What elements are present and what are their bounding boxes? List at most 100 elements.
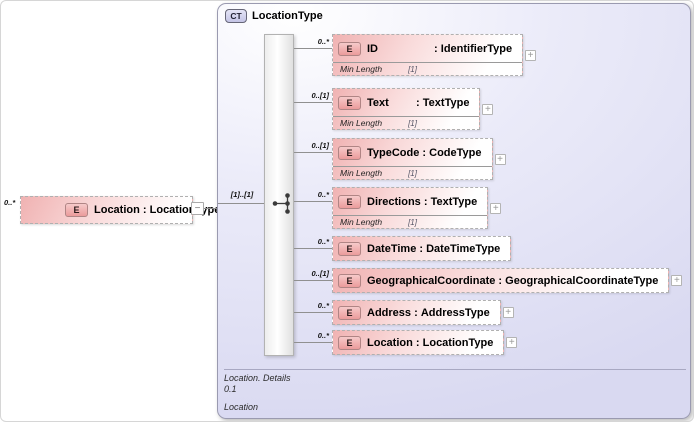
expand-button[interactable]: + [494, 153, 506, 165]
element-type: IdentifierType [440, 42, 513, 55]
element-box[interactable]: E ID : IdentifierType Min Length [1] [332, 34, 524, 76]
connector-line [294, 152, 332, 153]
root-element-box[interactable]: E Location : LocationType [20, 196, 220, 224]
sequence-compositor-icon [272, 193, 290, 214]
cardinality-label: 0..* [317, 190, 329, 199]
element-box[interactable]: E Location : LocationType [332, 330, 505, 355]
facet-value: [1] [408, 64, 417, 74]
cardinality-label: 0..[1] [311, 141, 329, 150]
element-badge: E [65, 203, 88, 217]
cardinality-label: 0..* [317, 331, 329, 340]
element-row: 0..[1] E GeographicalCoordinate : Geogra… [294, 268, 683, 293]
element-type: TextType [422, 96, 470, 109]
type-separator: : [139, 204, 150, 216]
complex-type-badge: CT [225, 9, 247, 23]
element-header: E Directions : TextType [333, 188, 487, 215]
element-type: DateTimeType [426, 242, 501, 255]
connector-line [204, 208, 217, 209]
type-separator: : [412, 336, 423, 349]
cardinality-label: 0..* [317, 237, 329, 246]
element-header: E Location : LocationType [333, 331, 503, 354]
element-name: Directions [367, 195, 421, 208]
type-separator: : [495, 274, 506, 287]
element-type: AddressType [420, 306, 490, 319]
element-name: ID [367, 42, 378, 55]
element-type: LocationType [149, 204, 221, 216]
connector-line [294, 248, 332, 249]
element-header: E ID : IdentifierType [333, 35, 522, 62]
facet-section: Min Length [1] [333, 166, 492, 179]
element-type: GeographicalCoordinateType [505, 274, 659, 287]
expand-button[interactable]: + [502, 307, 514, 318]
element-name: DateTime [367, 242, 417, 255]
expand-button[interactable]: + [671, 275, 683, 286]
facet-name: Min Length [340, 217, 383, 227]
element-row: 0..* E Location : LocationType + [294, 330, 518, 355]
connector-line [294, 48, 332, 49]
element-header: E TypeCode : CodeType [333, 139, 492, 166]
footer-details: Location. Details [224, 373, 291, 383]
element-badge: E [338, 41, 361, 56]
type-separator: : [413, 96, 423, 109]
element-header: E Address : AddressType [333, 301, 500, 324]
type-separator: : [416, 242, 427, 255]
facet-value: [1] [408, 168, 417, 178]
element-name: Text [367, 96, 389, 109]
facet-section: Min Length [1] [333, 62, 523, 75]
element-badge: E [338, 305, 361, 320]
element-box[interactable]: E Address : AddressType [332, 300, 501, 325]
connector-line [294, 312, 332, 313]
element-box[interactable]: E Directions : TextType Min Length [1] [332, 187, 489, 229]
complex-type-container: CT LocationType [1]..[1] 0..* E ID : Ide… [217, 3, 691, 419]
facet-section: Min Length [1] [333, 116, 480, 129]
connector-line [294, 201, 332, 202]
element-name: Location [367, 336, 413, 349]
element-badge: E [338, 145, 361, 160]
facet-name: Min Length [340, 64, 383, 74]
connector-line [294, 102, 332, 103]
element-name: GeographicalCoordinate [367, 274, 496, 287]
connector-line [294, 280, 332, 281]
element-badge: E [338, 273, 361, 288]
facet-value: [1] [408, 217, 417, 227]
expand-button[interactable]: + [482, 103, 494, 115]
cardinality-label: 0..* [317, 37, 329, 46]
element-box[interactable]: E GeographicalCoordinate : GeographicalC… [332, 268, 670, 293]
element-badge: E [338, 335, 361, 350]
element-row: 0..* E Directions : TextType Min Length … [294, 187, 502, 229]
element-box[interactable]: E TypeCode : CodeType Min Length [1] [332, 138, 493, 180]
facet-name: Min Length [340, 118, 383, 128]
element-row: 0..* E ID : IdentifierType Min Length [1… [294, 34, 537, 76]
element-name: TypeCode [367, 146, 420, 159]
compositor-cardinality-label: [1]..[1] [230, 190, 254, 199]
element-row: 0..[1] E TypeCode : CodeType Min Length … [294, 138, 506, 180]
element-header: E GeographicalCoordinate : GeographicalC… [333, 269, 668, 292]
expand-button[interactable]: + [506, 337, 518, 348]
element-type: CodeType [429, 146, 482, 159]
collapse-button[interactable]: − [191, 202, 204, 215]
element-row: 0..* E Address : AddressType + [294, 300, 514, 325]
element-name: Location [94, 204, 140, 216]
type-separator: : [420, 195, 431, 208]
cardinality-label: 0..* [317, 301, 329, 310]
element-row: 0..[1] E Text : TextType Min Length [1] … [294, 88, 494, 130]
footer-separator [224, 369, 686, 370]
root-cardinality-label: 0..* [4, 198, 16, 207]
facet-section: Min Length [1] [333, 215, 488, 228]
footer-occurrence: 0.1 [224, 384, 237, 394]
facet-name: Min Length [340, 168, 383, 178]
element-box[interactable]: E DateTime : DateTimeType [332, 236, 512, 261]
element-box[interactable]: E Text : TextType Min Length [1] [332, 88, 481, 130]
cardinality-label: 0..[1] [311, 269, 329, 278]
element-row: 0..* E DateTime : DateTimeType [294, 236, 512, 261]
element-badge: E [338, 194, 361, 209]
expand-button[interactable]: + [525, 49, 537, 61]
element-header: E DateTime : DateTimeType [333, 237, 510, 260]
complex-type-title: LocationType [252, 10, 323, 22]
type-separator: : [411, 306, 421, 319]
expand-button[interactable]: + [490, 202, 502, 214]
cardinality-label: 0..[1] [311, 91, 329, 100]
connector-line [294, 342, 332, 343]
child-elements: 0..* E ID : IdentifierType Min Length [1… [218, 4, 690, 418]
